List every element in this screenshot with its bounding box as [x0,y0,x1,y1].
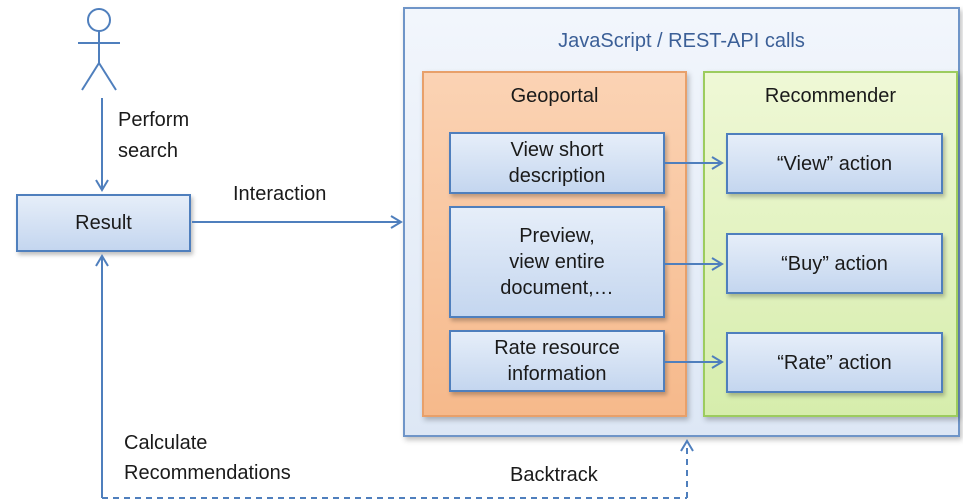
backtrack-label: Backtrack [510,464,598,486]
calculate-recommendations-label-line1: Calculate [124,432,208,454]
geoportal-item-line: information [507,363,607,385]
recommender-item-buy-action: “Buy” action [726,233,943,294]
interaction-label: Interaction [233,183,327,205]
recommender-item-view-action: “View” action [726,133,943,194]
geoportal-title: Geoportal [510,85,599,107]
calculate-recommendations-label-line2: Recommendations [124,462,291,484]
geoportal-item-line: Rate resource [494,337,620,359]
geoportal-item-preview-document: Preview, view entire document,… [449,206,665,318]
geoportal-item-line: View short [510,139,604,161]
geoportal-item-view-short-description: View short description [449,132,665,194]
stick-figure-user-icon [78,8,120,91]
recommender-title: Recommender [764,85,897,107]
perform-search-label-line1: Perform [118,109,190,131]
geoportal-item-rate-resource: Rate resource information [449,330,665,392]
geoportal-item-line: view entire [509,251,605,273]
perform-search-label-line2: search [118,140,179,162]
geoportal-item-line: Preview, [519,225,595,247]
geoportal-item-line: description [508,165,606,187]
recommender-item-rate-action: “Rate” action [726,332,943,393]
rest-api-container-title: JavaScript / REST-API calls [558,30,805,52]
geoportal-item-line: document,… [500,277,614,299]
result-box: Result [16,194,191,252]
